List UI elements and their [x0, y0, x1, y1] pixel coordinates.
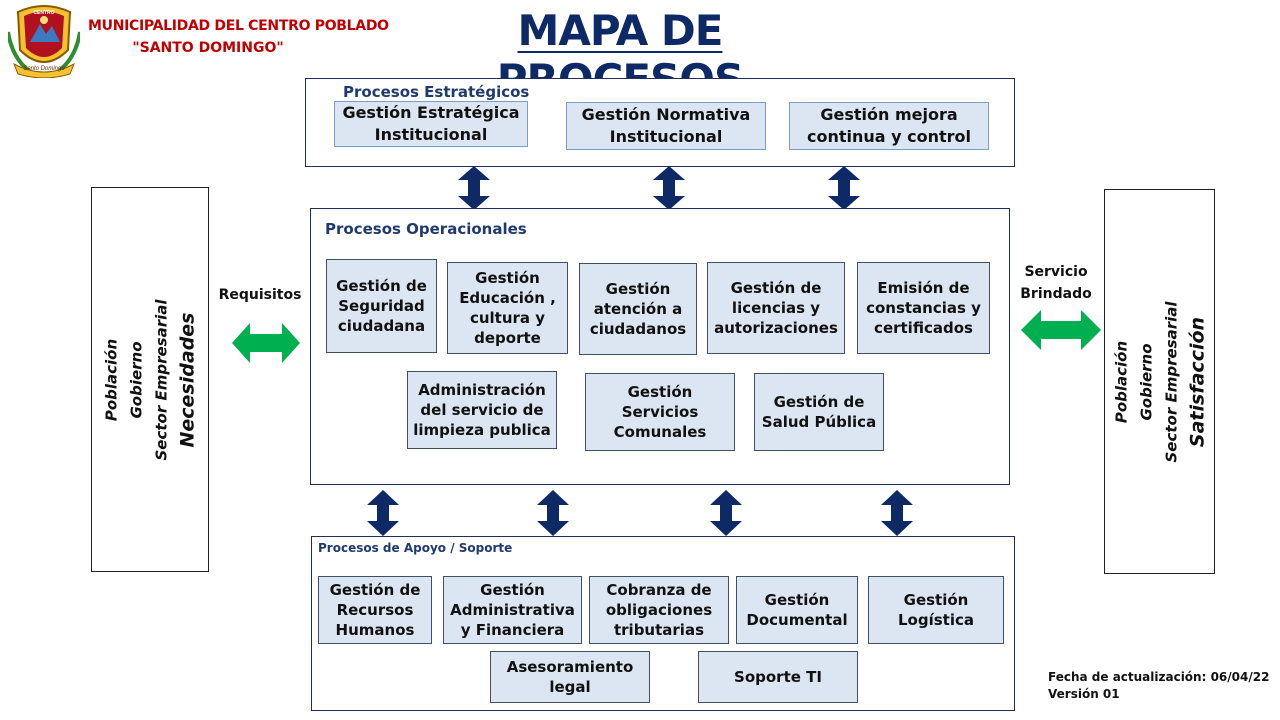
update-date: Fecha de actualización: 06/04/22 — [1048, 670, 1270, 684]
support-box-administrative-financial: Gestión Administrativa y Financiera — [443, 576, 582, 644]
left-stakeholders-panel: Población Gobierno Sector Empresarial Ne… — [91, 187, 209, 572]
operational-box-public-cleaning: Administración del servicio de limpieza … — [407, 371, 557, 449]
arrow-operational-support-2 — [536, 490, 570, 536]
support-processes-title: Procesos de Apoyo / Soporte — [318, 541, 513, 555]
right-stakeholder-business: Sector Empresarial — [1162, 300, 1180, 463]
left-stakeholder-population: Población — [102, 338, 121, 421]
support-box-logistics: Gestión Logística — [868, 576, 1004, 644]
strategic-processes-title: Procesos Estratégicos — [343, 83, 530, 101]
operational-box-citizen-attention: Gestión atención a ciudadanos — [579, 263, 697, 355]
left-stakeholders-text: Población Gobierno Sector Empresarial Ne… — [100, 299, 201, 460]
strategic-box-improvement: Gestión mejora continua y control — [789, 102, 989, 150]
support-processes-frame: Procesos de Apoyo / Soporte Gestión de R… — [311, 536, 1015, 711]
operational-box-public-health: Gestión de Salud Pública — [754, 373, 884, 451]
right-stakeholder-government: Gobierno — [1137, 342, 1155, 421]
left-stakeholder-business: Sector Empresarial — [152, 298, 171, 461]
right-stakeholders-panel: Población Gobierno Sector Empresarial Sa… — [1104, 189, 1215, 574]
arrow-operational-support-4 — [880, 490, 914, 536]
version: Versión 01 — [1048, 687, 1120, 701]
arrow-operational-support-1 — [366, 490, 400, 536]
org-name-line2: "SANTO DOMINGO" — [132, 40, 284, 56]
arrow-strategic-operational-1 — [457, 166, 491, 210]
operational-processes-frame: Procesos Operacionales Gestión de Seguri… — [310, 208, 1010, 485]
support-box-tax-collection: Cobranza de obligaciones tributarias — [589, 576, 729, 644]
municipal-logo: CENTRO Santo Domingo — [6, 2, 82, 79]
arrow-operational-support-3 — [709, 490, 743, 536]
right-stakeholders-text: Población Gobierno Sector Empresarial Sa… — [1109, 301, 1210, 462]
left-stakeholder-government: Gobierno — [127, 340, 146, 419]
input-arrow — [232, 323, 300, 363]
requirements-label: Requisitos — [218, 287, 302, 303]
support-box-legal-advice: Asesoramiento legal — [490, 651, 650, 703]
operational-processes-title: Procesos Operacionales — [325, 220, 527, 238]
operational-box-certificates: Emisión de constancias y certificados — [857, 262, 990, 354]
right-stakeholder-population: Población — [1112, 340, 1130, 423]
strategic-processes-frame: Procesos Estratégicos Gestión Estratégic… — [305, 78, 1015, 167]
strategic-box-normative: Gestión Normativa Institucional — [566, 102, 766, 150]
support-box-human-resources: Gestión de Recursos Humanos — [318, 576, 432, 644]
support-box-it-support: Soporte TI — [698, 651, 858, 703]
operational-box-licenses: Gestión de licencias y autorizaciones — [707, 262, 845, 354]
output-arrow — [1021, 310, 1101, 350]
support-box-documentary: Gestión Documental — [736, 576, 858, 644]
operational-box-community-services: Gestión Servicios Comunales — [585, 373, 735, 451]
org-name-line1: MUNICIPALIDAD DEL CENTRO POBLADO — [88, 18, 389, 34]
logo-text-bottom: Santo Domingo — [23, 66, 65, 72]
left-stakeholder-needs: Necesidades — [176, 312, 199, 447]
strategic-box-institutional: Gestión Estratégica Institucional — [334, 101, 528, 147]
arrow-strategic-operational-2 — [652, 166, 686, 210]
operational-box-education: Gestión Educación , cultura y deporte — [447, 262, 568, 354]
service-delivered-label: Servicio Brindado — [1020, 264, 1092, 302]
arrow-strategic-operational-3 — [827, 166, 861, 210]
operational-box-security: Gestión de Seguridad ciudadana — [326, 259, 437, 353]
logo-text-top: CENTRO — [33, 10, 55, 16]
right-stakeholder-satisfaction: Satisfacción — [1186, 316, 1208, 447]
